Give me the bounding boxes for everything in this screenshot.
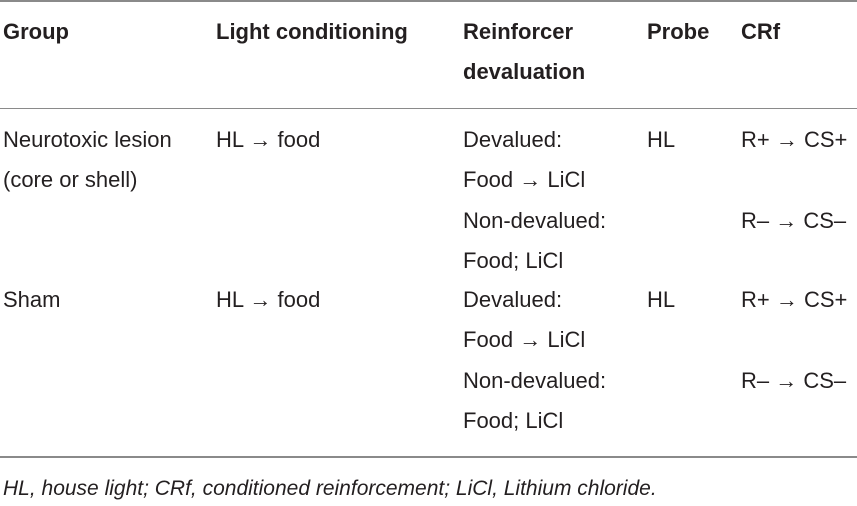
row2-light-conditioning: HL → food (216, 287, 321, 312)
table-header-rule (0, 108, 857, 109)
row1-crf-minus: R– → CS– (741, 208, 847, 233)
row2-nondevalued-value: Food; LiCl (463, 408, 564, 433)
row2-nondevalued-label: Non-devalued: (463, 368, 607, 393)
row1-group-line2: (core or shell) (3, 167, 138, 192)
header-reinforcer-line1: Reinforcer (463, 19, 574, 44)
row1-light-conditioning: HL → food (216, 127, 321, 152)
row2-devalued-label: Devalued: (463, 287, 563, 312)
row1-group-line1: Neurotoxic lesion (3, 127, 172, 152)
row2-crf-minus: R– → CS– (741, 368, 847, 393)
header-probe: Probe (647, 19, 710, 44)
row2-crf-plus: R+ → CS+ (741, 287, 848, 312)
row1-crf-plus: R+ → CS+ (741, 127, 848, 152)
row1-devalued-value: Food → LiCl (463, 167, 586, 192)
row1-nondevalued-label: Non-devalued: (463, 208, 607, 233)
row2-devalued-value: Food → LiCl (463, 327, 586, 352)
header-group: Group (3, 19, 69, 44)
row2-group-line1: Sham (3, 287, 61, 312)
row2-probe: HL (647, 287, 676, 312)
table-bottom-rule (0, 456, 857, 458)
header-crf: CRf (741, 19, 781, 44)
row1-devalued-label: Devalued: (463, 127, 563, 152)
table-footnote: HL, house light; CRf, conditioned reinfo… (3, 477, 657, 500)
row1-probe: HL (647, 127, 676, 152)
row1-nondevalued-value: Food; LiCl (463, 248, 564, 273)
table-top-rule (0, 0, 857, 2)
header-reinforcer-line2: devaluation (463, 59, 586, 84)
header-light-conditioning: Light conditioning (216, 19, 408, 44)
